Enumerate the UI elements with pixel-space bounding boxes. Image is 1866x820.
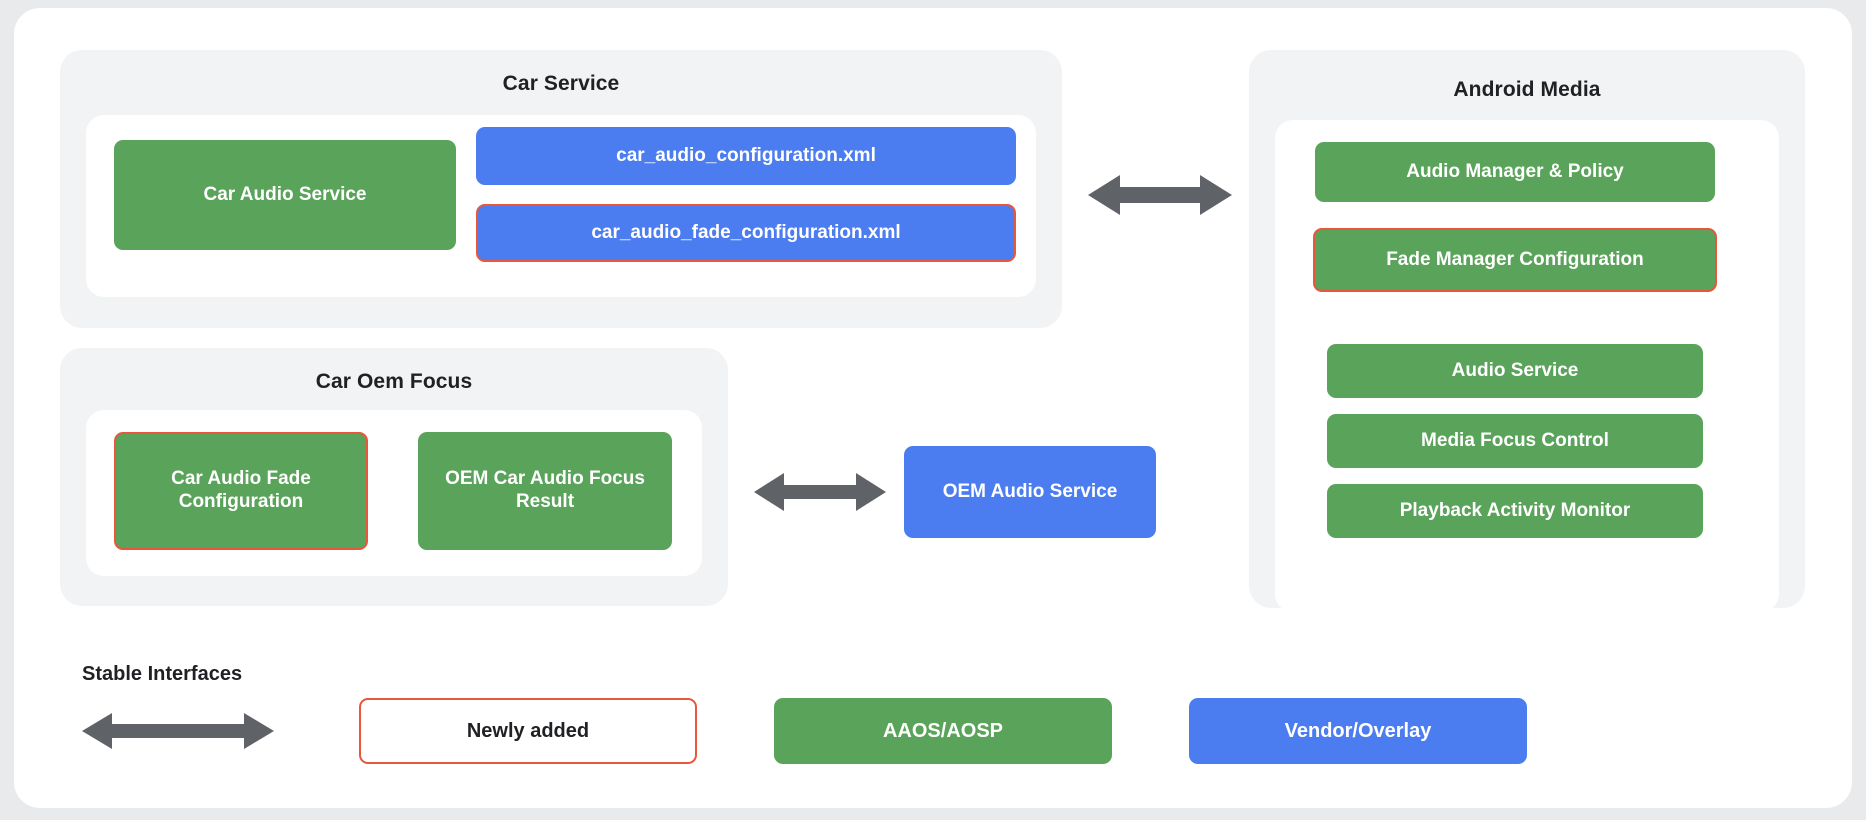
node-car-audio-service-label: Car Audio Service: [203, 183, 367, 205]
legend-item-newly-added-label: Newly added: [466, 719, 590, 742]
group-car-oem-focus-title: Car Oem Focus: [315, 370, 473, 393]
node-audio-service-label: Audio Service: [1451, 359, 1579, 381]
node-audio-manager-and-policy-label: Audio Manager & Policy: [1406, 160, 1624, 182]
node-audio-service[interactable]: Audio Service: [1327, 344, 1703, 398]
legend-item-aaos-aosp-label: AAOS/AOSP: [882, 719, 1004, 742]
group-android-media-inner: Audio Manager & Policy Fade Manager Conf…: [1275, 120, 1779, 612]
node-fade-manager-configuration-label: Fade Manager Configuration: [1386, 248, 1644, 270]
node-media-focus-control-label: Media Focus Control: [1421, 429, 1609, 451]
node-car-audio-fade-configuration[interactable]: Car Audio Fade Configuration: [114, 432, 368, 550]
legend-item-vendor-overlay-label: Vendor/Overlay: [1284, 719, 1432, 742]
group-car-service-title: Car Service: [502, 72, 620, 95]
node-audio-manager-and-policy[interactable]: Audio Manager & Policy: [1315, 142, 1715, 202]
group-car-oem-focus-inner: Car Audio Fade Configuration OEM Car Aud…: [86, 410, 702, 576]
connector-car-oem-focus-to-oem-audio-service-icon: [754, 473, 886, 511]
legend-stable-interfaces-label: Stable Interfaces: [82, 663, 243, 685]
node-fade-manager-configuration[interactable]: Fade Manager Configuration: [1313, 228, 1717, 292]
group-car-service-inner: Car Audio Service car_audio_configuratio…: [86, 115, 1036, 297]
node-car-audio-configuration-xml-label: car_audio_configuration.xml: [616, 144, 876, 166]
node-playback-activity-monitor[interactable]: Playback Activity Monitor: [1327, 484, 1703, 538]
node-playback-activity-monitor-label: Playback Activity Monitor: [1399, 499, 1631, 521]
node-car-audio-fade-configuration-label: Car Audio Fade Configuration: [171, 468, 311, 512]
node-oem-audio-service[interactable]: OEM Audio Service: [904, 446, 1156, 538]
node-media-focus-control[interactable]: Media Focus Control: [1327, 414, 1703, 468]
legend-item-newly-added[interactable]: Newly added: [359, 698, 697, 764]
node-car-audio-fade-configuration-xml[interactable]: car_audio_fade_configuration.xml: [476, 204, 1016, 262]
legend-item-aaos-aosp[interactable]: AAOS/AOSP: [774, 698, 1112, 764]
group-car-oem-focus: Car Oem Focus Car Audio Fade Configurati…: [60, 348, 728, 606]
legend-item-vendor-overlay[interactable]: Vendor/Overlay: [1189, 698, 1527, 764]
group-car-service: Car Service Car Audio Service car_audio_…: [60, 50, 1062, 328]
legend-stable-interfaces-arrow-icon: [82, 713, 274, 749]
node-car-audio-configuration-xml[interactable]: car_audio_configuration.xml: [476, 127, 1016, 185]
diagram-card: Car Service Car Audio Service car_audio_…: [14, 8, 1852, 808]
node-oem-car-audio-focus-result[interactable]: OEM Car Audio Focus Result: [418, 432, 672, 550]
connector-car-service-to-android-media-icon: [1088, 175, 1232, 215]
node-car-audio-service[interactable]: Car Audio Service: [114, 140, 456, 250]
group-android-media: Android Media Audio Manager & Policy Fad…: [1249, 50, 1805, 612]
node-oem-audio-service-label: OEM Audio Service: [942, 480, 1118, 502]
node-oem-car-audio-focus-result-label: OEM Car Audio Focus Result: [445, 468, 645, 512]
node-car-audio-fade-configuration-xml-label: car_audio_fade_configuration.xml: [591, 221, 901, 243]
group-android-media-title: Android Media: [1453, 78, 1601, 101]
